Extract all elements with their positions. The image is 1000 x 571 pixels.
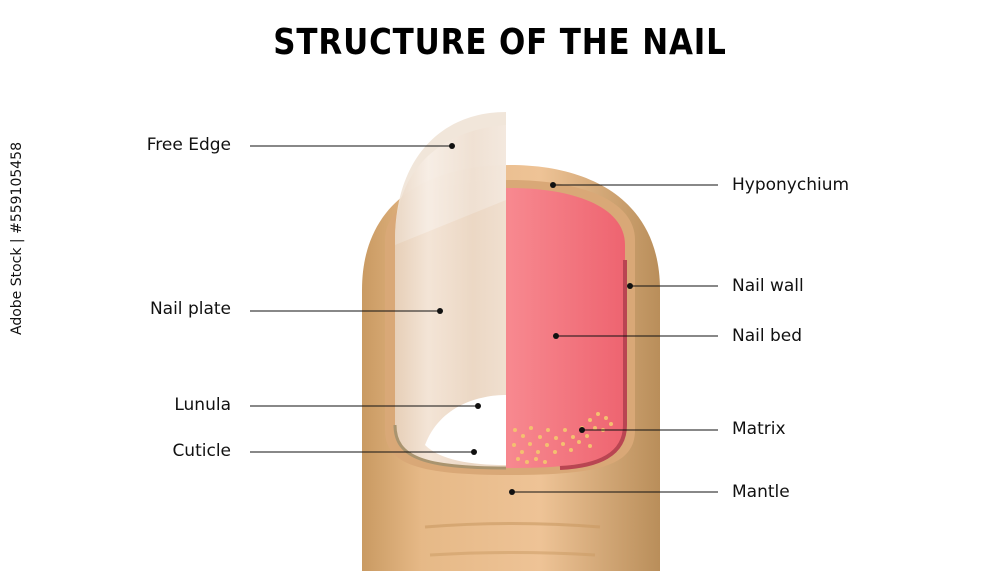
lunula [425,395,506,465]
knuckle-crease [429,551,596,557]
label-mantle: Mantle [732,482,790,502]
nail-plate [395,125,506,468]
label-free-edge: Free Edge [146,135,231,155]
label-cuticle: Cuticle [172,441,231,461]
leader-lines [250,145,718,493]
cuticle-line [393,424,506,470]
diagram-title: STRUCTURE OF THE NAIL [273,22,727,63]
leader-dots [437,143,633,495]
knuckle-crease [424,522,601,529]
label-matrix: Matrix [732,419,786,439]
label-lunula: Lunula [174,395,231,415]
label-nail-wall: Nail wall [732,276,804,296]
label-nail-bed: Nail bed [732,326,803,346]
label-nail-plate: Nail plate [149,299,231,319]
stock-watermark: Adobe Stock | #559105458 [9,142,25,335]
label-hyponychium: Hyponychium [732,175,850,195]
nail-plate-half [393,112,506,470]
nail-bed-half [506,188,627,470]
